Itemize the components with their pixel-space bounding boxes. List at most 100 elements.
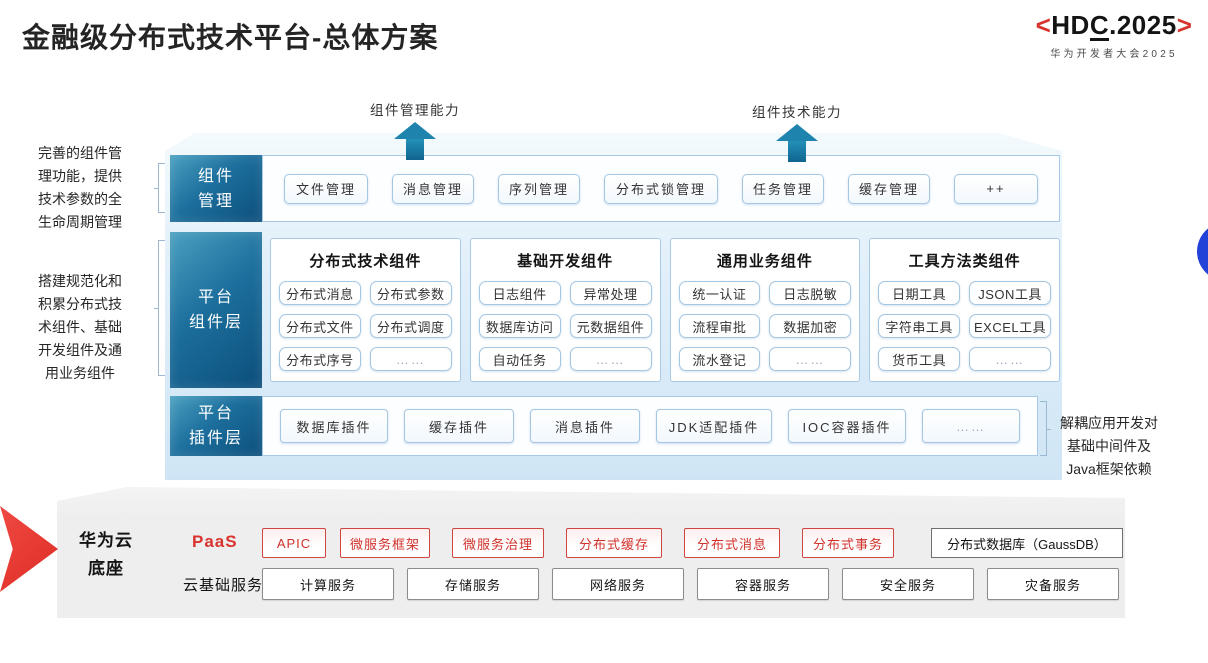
component-cell-more: ……	[369, 347, 452, 371]
component-cell: 分布式调度	[369, 314, 452, 338]
paas-chip: 微服务治理	[452, 528, 544, 558]
hdc-logo: <HDC.2025> 华为开发者大会2025	[1022, 10, 1206, 60]
component-cell: 分布式文件	[279, 314, 361, 338]
logo-c-underlined: C	[1089, 10, 1110, 41]
logo-rest: .2025	[1109, 10, 1177, 40]
note-line: 解耦应用开发对	[1060, 415, 1158, 431]
mgmt-chip: 任务管理	[742, 173, 824, 204]
cloud-chip: 计算服务	[262, 568, 394, 600]
mgmt-chip: ++	[954, 173, 1038, 204]
layer-platform-components: 平台 组件层 分布式技术组件 分布式消息 分布式参数 分布式文件 分布式调度 分…	[170, 232, 1060, 388]
right-bracket	[1040, 401, 1051, 456]
component-cell: 日期工具	[878, 281, 961, 305]
left-bracket	[154, 240, 165, 376]
column-header: 工具方法类组件	[908, 253, 1021, 270]
up-arrow-shaft	[406, 139, 424, 160]
component-cell: 自动任务	[478, 347, 561, 371]
note-line: 完善的组件管	[38, 145, 122, 161]
component-cell: 元数据组件	[569, 314, 652, 338]
component-cell-more: ……	[769, 347, 852, 371]
paas-chip: APIC	[262, 528, 326, 558]
mgmt-chip: 缓存管理	[848, 173, 930, 204]
left-note-components: 搭建规范化和 积累分布式技 术组件、基础 开发组件及通 用业务组件	[34, 270, 126, 385]
column-header: 分布式技术组件	[309, 253, 422, 270]
layer-box-platform-plugins: 数据库插件 缓存插件 消息插件 JDK适配插件 IOC容器插件 ……	[262, 396, 1038, 456]
component-cell: 流水登记	[678, 347, 761, 371]
column-grid: 统一认证 日志脱敏 流程审批 数据加密 流水登记 ……	[678, 281, 852, 371]
decorative-circle	[1197, 222, 1208, 281]
component-cell: EXCEL工具	[969, 314, 1051, 338]
column-grid: 日志组件 异常处理 数据库访问 元数据组件 自动任务 ……	[478, 281, 652, 371]
component-cell: 数据加密	[769, 314, 852, 338]
component-cell: 流程审批	[678, 314, 761, 338]
note-line: 开发组件及通	[38, 342, 122, 358]
note-line: 生命周期管理	[38, 214, 122, 230]
component-cell: 分布式参数	[369, 281, 452, 305]
foundation-label-line: 底座	[88, 559, 124, 578]
plugin-chip: JDK适配插件	[656, 409, 772, 443]
note-line: 搭建规范化和	[38, 273, 122, 289]
logo-right-bracket: >	[1176, 10, 1193, 40]
up-arrow-icon	[394, 122, 436, 139]
plugin-chip: IOC容器插件	[788, 409, 906, 443]
cloud-chip: 灾备服务	[987, 568, 1119, 600]
layer-platform-plugins: 平台 插件层 数据库插件 缓存插件 消息插件 JDK适配插件 IOC容器插件 ……	[170, 396, 1038, 456]
note-line: 积累分布式技	[38, 296, 122, 312]
mgmt-chip: 消息管理	[392, 173, 474, 204]
note-line: Java框架依赖	[1066, 461, 1152, 477]
layer-label-line: 组件	[197, 167, 234, 185]
component-cell: 异常处理	[569, 281, 652, 305]
paas-chip: 微服务框架	[340, 528, 430, 558]
cloud-services-label: 云基础服务	[183, 577, 264, 594]
component-cell: 日志组件	[478, 281, 561, 305]
paas-chip: 分布式消息	[684, 528, 780, 558]
column-common-business: 通用业务组件 统一认证 日志脱敏 流程审批 数据加密 流水登记 ……	[669, 238, 861, 382]
layer-label-line: 组件层	[188, 314, 243, 331]
note-line: 术组件、基础	[38, 319, 122, 335]
column-utility: 工具方法类组件 日期工具 JSON工具 字符串工具 EXCEL工具 货币工具 ……	[869, 238, 1060, 382]
component-cell: 字符串工具	[878, 314, 961, 338]
note-line: 用业务组件	[45, 365, 115, 381]
logo-hd: HD	[1051, 10, 1090, 40]
component-cell: JSON工具	[969, 281, 1051, 305]
note-line: 理功能，提供	[38, 168, 122, 184]
paas-chip: 分布式缓存	[566, 528, 662, 558]
layer-label-platform-components: 平台 组件层	[170, 232, 262, 388]
page-title: 金融级分布式技术平台-总体方案	[22, 22, 439, 53]
component-cell: 日志脱敏	[769, 281, 852, 305]
mgmt-chip: 文件管理	[284, 173, 368, 204]
capability-arrow-management: 组件管理能力	[340, 99, 490, 160]
column-distributed-tech: 分布式技术组件 分布式消息 分布式参数 分布式文件 分布式调度 分布式序号 ……	[270, 238, 461, 382]
up-arrow-icon	[776, 124, 818, 141]
cloud-chip: 网络服务	[552, 568, 684, 600]
component-cell: 数据库访问	[478, 314, 561, 338]
component-columns: 分布式技术组件 分布式消息 分布式参数 分布式文件 分布式调度 分布式序号 ………	[270, 232, 1060, 388]
foundation-label-line: 华为云	[79, 531, 133, 550]
column-grid: 日期工具 JSON工具 字符串工具 EXCEL工具 货币工具 ……	[878, 281, 1051, 371]
right-note-decoupling: 解耦应用开发对 基础中间件及 Java框架依赖	[1050, 412, 1168, 481]
paas-services-row: APIC 微服务框架 微服务治理 分布式缓存 分布式消息 分布式事务 分布式数据…	[262, 528, 1123, 558]
hdc-logo-text: <HDC.2025>	[1022, 10, 1206, 41]
column-basic-dev: 基础开发组件 日志组件 异常处理 数据库访问 元数据组件 自动任务 ……	[469, 238, 661, 382]
component-cell: 统一认证	[678, 281, 761, 305]
hdc-logo-subtitle: 华为开发者大会2025	[1050, 49, 1178, 60]
cloud-services-row: 计算服务 存储服务 网络服务 容器服务 安全服务 灾备服务	[262, 568, 1119, 600]
component-cell-more: ……	[969, 347, 1051, 371]
column-header: 通用业务组件	[716, 253, 813, 270]
column-header: 基础开发组件	[517, 253, 614, 270]
left-note-management: 完善的组件管 理功能，提供 技术参数的全 生命周期管理	[34, 142, 126, 234]
cloud-chip: 安全服务	[842, 568, 974, 600]
capability-arrow-label: 组件管理能力	[370, 103, 460, 118]
mgmt-chip: 分布式锁管理	[604, 173, 718, 204]
layer-box-component-management: 文件管理 消息管理 序列管理 分布式锁管理 任务管理 缓存管理 ++	[262, 155, 1060, 222]
logo-left-bracket: <	[1035, 10, 1052, 40]
plugin-chip: 消息插件	[530, 409, 640, 443]
capability-arrow-technical: 组件技术能力	[722, 101, 872, 162]
plugin-chip-more: ……	[922, 409, 1020, 443]
up-arrow-shaft	[788, 141, 806, 162]
layer-label-line: 管理	[197, 192, 234, 210]
foundation-label: 华为云 底座	[68, 527, 144, 583]
cloud-chip: 存储服务	[407, 568, 539, 600]
plugin-chip: 缓存插件	[404, 409, 514, 443]
